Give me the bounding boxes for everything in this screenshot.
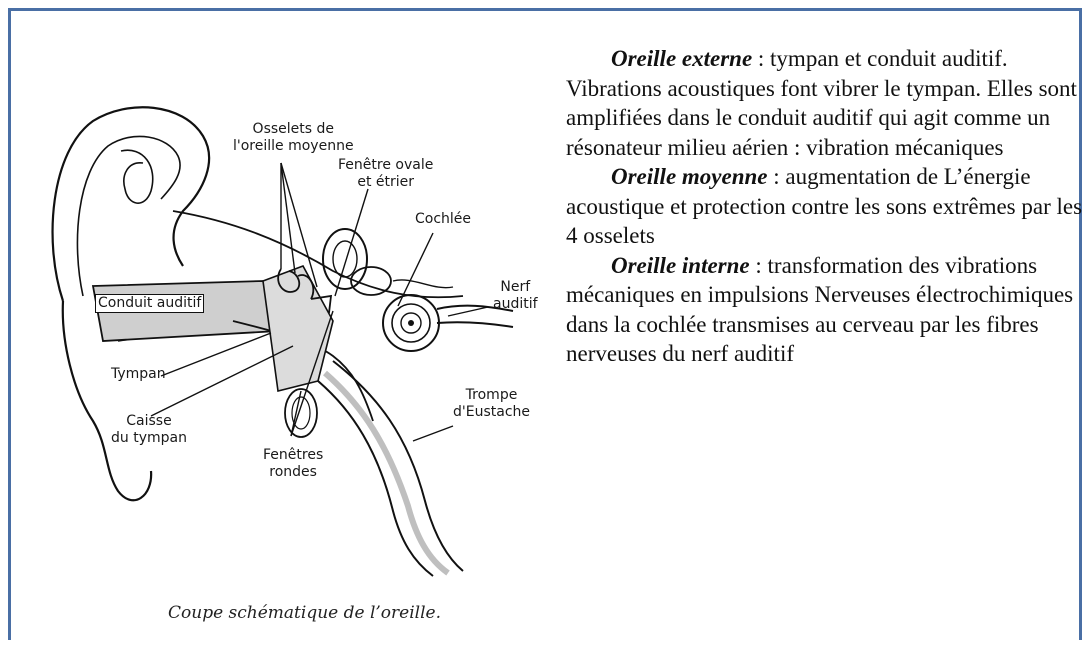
label-fenetre-ovale: Fenêtre ovale et étrier — [338, 157, 433, 191]
term-oreille-moyenne: Oreille moyenne — [611, 164, 768, 189]
label-osselets: Osselets de l'oreille moyenne — [233, 121, 354, 155]
paragraph-oreille-moyenne: Oreille moyenne : augmentation de L’éner… — [566, 162, 1086, 251]
ear-diagram: Osselets de l'oreille moyenne Fenêtre ov… — [33, 91, 563, 646]
label-nerf: Nerf auditif — [493, 279, 538, 313]
ear-cross-section-drawing — [33, 91, 563, 591]
label-cochlee: Cochlée — [415, 211, 471, 228]
description-text: Oreille externe : tympan et conduit audi… — [566, 44, 1086, 369]
paragraph-oreille-externe: Oreille externe : tympan et conduit audi… — [566, 44, 1086, 162]
label-tympan: Tympan — [111, 366, 166, 383]
term-oreille-externe: Oreille externe — [611, 46, 752, 71]
label-trompe: Trompe d'Eustache — [453, 387, 530, 421]
label-conduit: Conduit auditif — [95, 294, 204, 313]
figure-caption: Coupe schématique de l’oreille. — [168, 603, 441, 623]
paragraph-oreille-interne: Oreille interne : transformation des vib… — [566, 251, 1086, 369]
term-oreille-interne: Oreille interne — [611, 253, 750, 278]
label-caisse: Caisse du tympan — [111, 413, 187, 447]
label-fenetres-rondes: Fenêtres rondes — [263, 447, 323, 481]
page-frame: Osselets de l'oreille moyenne Fenêtre ov… — [8, 8, 1082, 640]
